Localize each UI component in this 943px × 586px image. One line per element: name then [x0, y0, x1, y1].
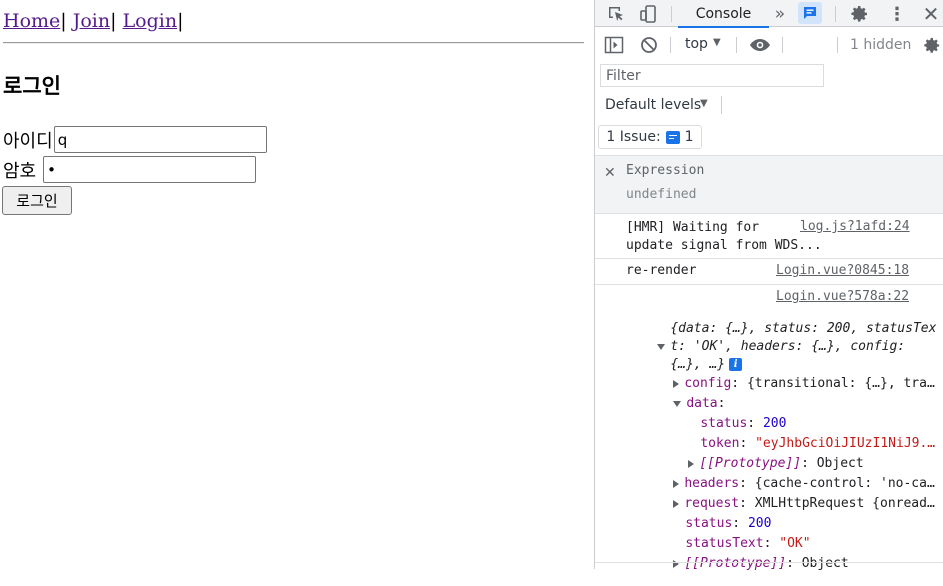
expand-caret-icon[interactable]: [688, 459, 695, 468]
more-tabs-icon[interactable]: »: [774, 4, 786, 24]
show-sidebar-icon[interactable]: [604, 36, 624, 54]
context-selector[interactable]: top: [685, 36, 708, 52]
object-property-request[interactable]: request: XMLHttpRequest {onread…: [642, 481, 935, 526]
object-property-prototype[interactable]: [[Prototype]]: Object: [642, 541, 849, 586]
nav-link-login[interactable]: Login: [122, 10, 178, 32]
object-property-status: status: 200: [685, 516, 772, 531]
toolbar-divider: [782, 37, 783, 53]
devtools-tab-bar: Console » ⋮ ✕: [595, 0, 943, 28]
object-property-data-prototype[interactable]: [[Prototype]]: Object: [657, 441, 864, 486]
device-toolbar-icon[interactable]: [637, 3, 659, 25]
levels-caret-icon[interactable]: ▼: [700, 98, 708, 109]
divider: [595, 562, 943, 563]
toolbar-divider: [837, 37, 838, 53]
log-levels-dropdown[interactable]: Default levels: [605, 97, 702, 113]
divider: [595, 258, 943, 259]
id-input[interactable]: [53, 126, 267, 153]
nav-link-home[interactable]: Home: [3, 10, 61, 32]
password-input[interactable]: [43, 156, 257, 183]
nav-separator: |: [110, 10, 117, 32]
settings-gear-icon[interactable]: [848, 2, 872, 26]
expand-caret-icon[interactable]: [657, 343, 666, 350]
source-link[interactable]: Login.vue?0845:18: [776, 263, 910, 278]
expand-caret-icon[interactable]: [673, 499, 680, 508]
messages-icon[interactable]: [798, 2, 822, 24]
live-expression-eye-icon[interactable]: [748, 36, 772, 54]
hidden-count: 1 hidden: [850, 37, 912, 53]
expand-caret-icon[interactable]: [673, 400, 682, 407]
login-button[interactable]: 로그인: [2, 186, 72, 215]
clear-console-icon[interactable]: [639, 35, 659, 55]
web-page: Home| Join| Login| 로그인 아이디 암호 로그인: [2, 9, 584, 215]
divider: [595, 213, 943, 214]
object-property-statustext: statusText: "OK": [685, 536, 811, 551]
issues-button[interactable]: 1 Issue: 1: [598, 125, 702, 149]
object-summary-line: {data: {…}, status: 200, statusTex: [670, 321, 937, 336]
toolbar-divider: [835, 6, 836, 22]
object-property-data-status: status: 200: [700, 416, 787, 431]
divider: [595, 284, 943, 285]
expression-value: undefined: [626, 187, 697, 202]
issue-message-icon: [665, 130, 680, 144]
top-nav: Home| Join| Login|: [3, 9, 184, 33]
devtools-panel: Console » ⋮ ✕ top ▼ 1 hidden Defa: [594, 0, 943, 571]
source-link[interactable]: log.js?1afd:24: [800, 219, 910, 234]
object-summary-line: {…}, …}i: [639, 342, 743, 387]
nav-link-join[interactable]: Join: [72, 10, 111, 32]
context-caret-icon[interactable]: ▼: [713, 37, 721, 48]
toolbar-divider: [670, 37, 671, 53]
page-title: 로그인: [3, 74, 61, 98]
object-property-config[interactable]: config: {transitional: {…}, tra…: [642, 361, 935, 406]
horizontal-rule: [3, 42, 584, 44]
console-toolbar: top ▼ 1 hidden: [595, 28, 943, 61]
divider: [595, 155, 943, 156]
console-message: re-render: [626, 263, 697, 278]
tab-console[interactable]: Console: [678, 0, 769, 28]
id-label: 아이디: [3, 130, 53, 152]
password-label: 암호: [3, 160, 37, 182]
more-options-icon[interactable]: ⋮: [888, 3, 906, 25]
live-expression: ✕ Expression undefined: [595, 156, 943, 213]
expand-caret-icon[interactable]: [673, 559, 680, 568]
expand-caret-icon[interactable]: [673, 379, 680, 388]
id-row: 아이디: [3, 126, 267, 153]
object-property-headers[interactable]: headers: {cache-control: 'no-ca…: [642, 461, 935, 506]
password-row: 암호: [3, 156, 257, 183]
inspect-element-icon[interactable]: [605, 3, 627, 25]
object-property-data-token: token: "eyJhbGciOiJIUzI1NiJ9.…: [700, 436, 936, 451]
console-settings-gear-icon[interactable]: [921, 34, 943, 56]
object-property-data[interactable]: data:: [642, 381, 725, 426]
info-icon[interactable]: i: [729, 358, 743, 371]
remove-expression-icon[interactable]: ✕: [604, 165, 616, 181]
toolbar-divider: [736, 37, 737, 53]
expand-caret-icon[interactable]: [673, 479, 680, 488]
console-message: [HMR] Waiting for update signal from WDS…: [626, 220, 822, 253]
source-link[interactable]: Login.vue?578a:22: [776, 289, 910, 304]
expression-title[interactable]: Expression: [626, 163, 705, 178]
toolbar-divider: [721, 96, 722, 114]
toolbar-divider: [671, 6, 672, 22]
issues-label: 1 Issue:: [606, 129, 661, 145]
object-summary-line[interactable]: t: 'OK', headers: {…}, config:: [626, 324, 905, 369]
issues-count: 1: [684, 129, 694, 145]
close-devtools-icon[interactable]: ✕: [922, 2, 940, 26]
filter-input[interactable]: [600, 64, 824, 87]
nav-separator: |: [60, 10, 67, 32]
nav-separator: |: [177, 10, 184, 32]
